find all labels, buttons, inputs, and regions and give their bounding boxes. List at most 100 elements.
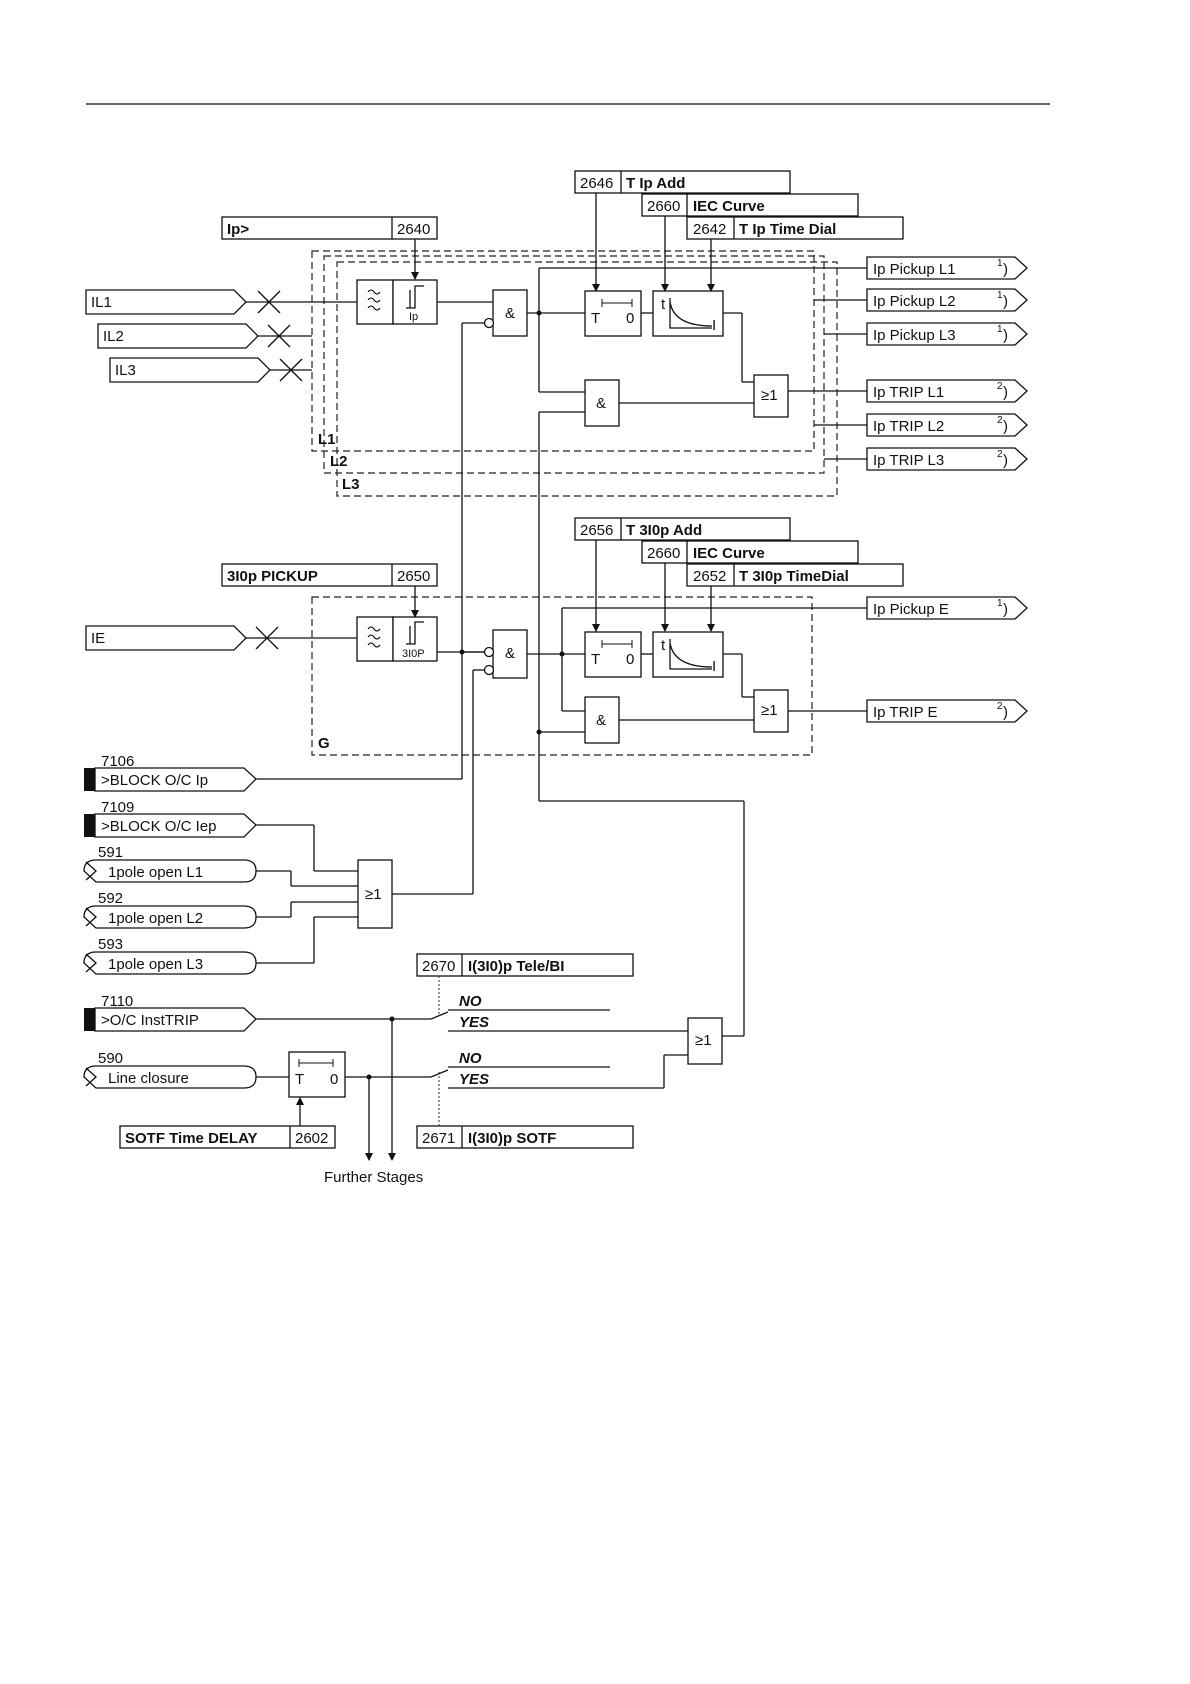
svg-text:0: 0 [626, 651, 634, 668]
output-ip-pickup-l2: Ip Pickup L2 1 ) [866, 288, 1028, 312]
svg-text:592: 592 [98, 890, 123, 907]
or-gate-phase: ≥1 [753, 374, 789, 418]
svg-text:IEC Curve: IEC Curve [693, 198, 765, 215]
cross-icon-il2 [267, 324, 291, 348]
svg-text:SOTF Time DELAY: SOTF Time DELAY [125, 1130, 258, 1147]
input-il1: IL1 [85, 289, 247, 315]
phase-label-l2: L2 [330, 453, 348, 470]
phase-label-l1: L1 [318, 431, 336, 448]
output-ip-trip-l1: Ip TRIP L1 2 ) [866, 379, 1028, 403]
inverse-curve-block-phase: t I [652, 290, 724, 337]
svg-text:I(3I0)p Tele/BI: I(3I0)p Tele/BI [468, 958, 564, 975]
output-ip-trip-e: Ip TRIP E 2 ) [866, 699, 1028, 723]
binary-input-591: 591 1pole open L1 [83, 844, 257, 883]
svg-text:Ip TRIP L2: Ip TRIP L2 [873, 418, 944, 435]
binary-input-590: 590 Line closure [83, 1050, 257, 1089]
svg-text:IL3: IL3 [115, 362, 136, 379]
svg-text:≥1: ≥1 [761, 387, 778, 404]
svg-text:Ip Pickup L2: Ip Pickup L2 [873, 293, 956, 310]
filter-block-earth [356, 616, 394, 662]
svg-text:3I0p PICKUP: 3I0p PICKUP [227, 568, 318, 585]
threshold-block-ip: Ip [392, 279, 438, 325]
svg-text:Ip: Ip [409, 311, 418, 323]
svg-text:&: & [505, 645, 515, 662]
phase-box-l1 [311, 250, 815, 452]
svg-text:): ) [1003, 704, 1008, 721]
svg-text:590: 590 [98, 1050, 123, 1067]
svg-text:): ) [1003, 327, 1008, 344]
svg-text:): ) [1003, 452, 1008, 469]
switch-1-yes: YES [459, 1014, 489, 1031]
input-il3: IL3 [109, 357, 271, 383]
phase-label-l3: L3 [342, 476, 360, 493]
svg-text:): ) [1003, 293, 1008, 310]
svg-text:IL2: IL2 [103, 328, 124, 345]
param-2602: SOTF Time DELAY 2602 [119, 1125, 336, 1149]
and-gate-phase-2: & [584, 379, 620, 427]
svg-text:1pole open L3: 1pole open L3 [108, 956, 203, 973]
svg-text:2640: 2640 [397, 221, 430, 238]
timer-block-sotf: T 0 [288, 1051, 346, 1098]
negation-bubble-earth-2 [483, 664, 495, 676]
binary-input-593: 593 1pole open L3 [83, 936, 257, 975]
svg-text:&: & [505, 305, 515, 322]
svg-text:2602: 2602 [295, 1130, 328, 1147]
param-2671: 2671 I(3I0)p SOTF [416, 1125, 634, 1149]
param-2670: 2670 I(3I0)p Tele/BI [416, 953, 634, 977]
svg-text:): ) [1003, 601, 1008, 618]
svg-text:2646: 2646 [580, 175, 613, 192]
output-ip-trip-l3: Ip TRIP L3 2 ) [866, 447, 1028, 471]
svg-text:): ) [1003, 261, 1008, 278]
svg-text:): ) [1003, 384, 1008, 401]
svg-text:0: 0 [626, 310, 634, 327]
svg-text:>O/C InstTRIP: >O/C InstTRIP [101, 1012, 199, 1029]
svg-text:2650: 2650 [397, 568, 430, 585]
svg-text:2652: 2652 [693, 568, 726, 585]
svg-text:1: 1 [997, 290, 1003, 301]
and-gate-earth-2: & [584, 696, 620, 744]
svg-text:T Ip Add: T Ip Add [626, 175, 685, 192]
svg-text:I: I [712, 658, 716, 675]
svg-text:): ) [1003, 418, 1008, 435]
binary-input-7106: 7106 >BLOCK O/C Ip [84, 753, 257, 792]
svg-text:2671: 2671 [422, 1130, 455, 1147]
phase-label-g: G [318, 735, 330, 752]
cross-icon-ie [255, 626, 279, 650]
svg-text:1: 1 [997, 258, 1003, 269]
svg-text:Ip TRIP E: Ip TRIP E [873, 704, 937, 721]
output-ip-pickup-l1: Ip Pickup L1 1 ) [866, 256, 1028, 280]
svg-text:2660: 2660 [647, 198, 680, 215]
param-2660-phase: 2660 IEC Curve [641, 193, 859, 217]
svg-text:&: & [596, 712, 606, 729]
input-il2: IL2 [97, 323, 259, 349]
svg-text:2660: 2660 [647, 545, 680, 562]
negation-bubble-phase [483, 317, 495, 329]
inverse-curve-block-earth: t I [652, 631, 724, 678]
timer-block-earth: T 0 [584, 631, 642, 678]
svg-text:591: 591 [98, 844, 123, 861]
further-stages-label: Further Stages [324, 1169, 423, 1186]
switch-1-no: NO [459, 993, 482, 1010]
param-2642: 2642 T Ip Time Dial [686, 216, 904, 240]
svg-text:0: 0 [330, 1071, 338, 1088]
svg-text:T Ip Time Dial: T Ip Time Dial [739, 221, 836, 238]
svg-text:2642: 2642 [693, 221, 726, 238]
svg-text:T: T [295, 1071, 304, 1088]
or-gate-block-iep: ≥1 [357, 859, 393, 929]
svg-text:Ip Pickup E: Ip Pickup E [873, 601, 949, 618]
svg-text:≥1: ≥1 [761, 702, 778, 719]
svg-text:7109: 7109 [101, 799, 134, 816]
or-gate-inst-trip: ≥1 [687, 1017, 723, 1065]
svg-text:≥1: ≥1 [695, 1032, 712, 1049]
svg-text:IL1: IL1 [91, 294, 112, 311]
binary-input-7109: 7109 >BLOCK O/C Iep [84, 799, 257, 838]
svg-text:1pole open L1: 1pole open L1 [108, 864, 203, 881]
svg-text:>BLOCK O/C Ip: >BLOCK O/C Ip [101, 772, 208, 789]
and-gate-phase-1: & [492, 289, 528, 337]
svg-text:2656: 2656 [580, 522, 613, 539]
svg-text:IEC Curve: IEC Curve [693, 545, 765, 562]
svg-text:2: 2 [997, 381, 1003, 392]
svg-text:2: 2 [997, 415, 1003, 426]
svg-text:Ip TRIP L1: Ip TRIP L1 [873, 384, 944, 401]
cross-icon-il1 [257, 290, 281, 314]
